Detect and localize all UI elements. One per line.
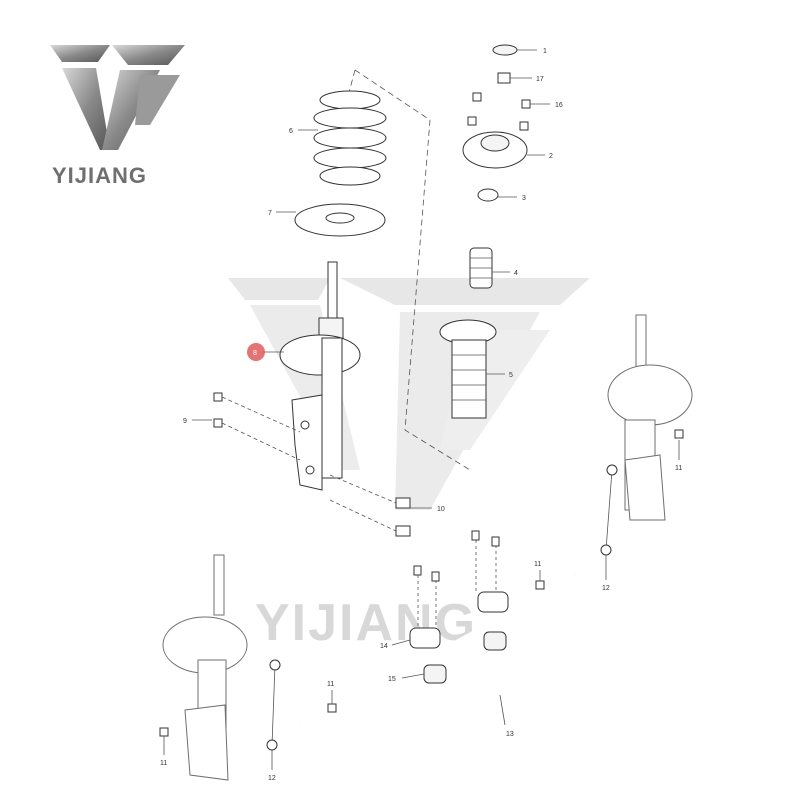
strut-nuts (329, 474, 411, 537)
callout-16: 16 (555, 102, 563, 109)
watermark-text: YIJIANG (255, 594, 477, 652)
callout-4: 4 (514, 270, 518, 277)
stabilizer-bushings (423, 631, 507, 684)
callout-12-right: 12 (602, 585, 610, 592)
callout-11-left: 11 (160, 760, 167, 767)
callout-14: 14 (380, 643, 388, 650)
mount-nuts (467, 92, 531, 131)
callout-9: 9 (183, 418, 187, 425)
callout-2: 2 (549, 153, 553, 160)
strut-mount-nut (497, 72, 511, 84)
strut-bolts (213, 392, 301, 461)
brand-logo (50, 45, 185, 150)
callout-15: 15 (388, 676, 396, 683)
callout-12-left: 12 (268, 775, 276, 782)
callout-8: 8 (253, 350, 257, 357)
callout-11-right: 11 (675, 465, 682, 472)
stabilizer-link-right (600, 464, 618, 556)
callout-13: 13 (506, 731, 514, 738)
callout-1: 1 (543, 48, 547, 55)
coil-spring (313, 90, 387, 186)
dust-boot (439, 319, 497, 419)
right-strut-ghost (607, 314, 693, 521)
strut-bearing (477, 188, 499, 202)
highlight-marker (247, 343, 265, 361)
callout-leaders (163, 49, 680, 770)
stabilizer-link-left (266, 659, 281, 751)
watermark-logo (228, 278, 590, 510)
callout-17: 17 (536, 76, 544, 83)
bump-stop (469, 247, 493, 289)
bushing-brackets (409, 530, 509, 649)
callout-6: 6 (289, 128, 293, 135)
front-strut-assembly (279, 261, 361, 491)
callout-5: 5 (509, 372, 513, 379)
callout-7: 7 (268, 210, 272, 217)
callout-11-center: 11 (534, 561, 541, 568)
brand-name: YIJIANG (52, 163, 148, 188)
callout-3: 3 (522, 195, 526, 202)
strut-top-mount (462, 131, 528, 169)
callout-10: 10 (437, 506, 445, 513)
left-strut-ghost (162, 554, 248, 781)
assembly-leader-dashed (354, 69, 471, 471)
spring-seat (294, 203, 386, 237)
callout-11-bar: 11 (327, 681, 334, 688)
strut-mount-cap (492, 44, 518, 56)
